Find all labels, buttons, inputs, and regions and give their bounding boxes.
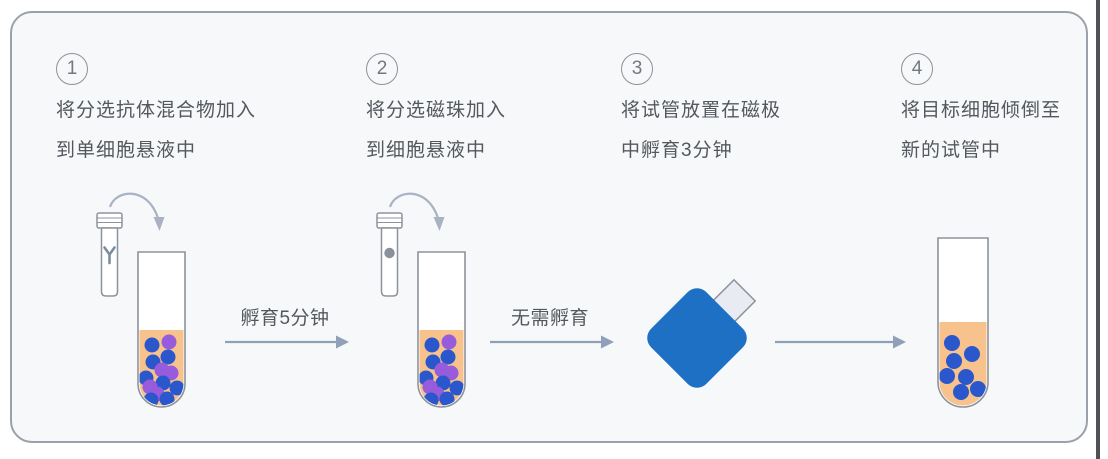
step-3-number: 3 [621,53,653,85]
step-4: 4 将目标细胞倾倒至 新的试管中 [901,53,1061,162]
curved-arrow-icon [108,192,165,231]
bead-vial-icon [376,212,403,297]
step-3: 3 将试管放置在磁极 中孵育3分钟 [621,53,781,162]
page-edge-line [1096,0,1100,459]
antibody-vial-icon [96,212,123,297]
curved-arrow-icon-2 [388,192,445,231]
cell-blue [144,337,160,353]
step-3-text-line2: 中孵育3分钟 [621,140,733,161]
cell-purple [161,334,177,350]
step-1: 1 将分选抗体混合物加入 到单细胞悬液中 [56,53,256,162]
step-4-text-line1: 将目标细胞倾倒至 [901,100,1062,121]
step-1-text-line2: 到单细胞悬液中 [56,140,197,161]
magnetic-bead-icon [384,247,395,259]
cell-blue [964,346,980,362]
arrow-step1-to-step2 [225,335,349,349]
cell-blue [155,375,171,391]
incubate-5min-label: 孵育5分钟 [240,308,330,329]
antibody-y-icon [103,246,116,265]
step-4-text-line2: 新的试管中 [901,140,1002,161]
cell-blue [939,368,955,384]
step-4-number: 4 [901,53,933,85]
test-tube-4 [937,237,989,408]
cell-blue [953,384,969,400]
test-tube-1 [137,251,186,408]
step-2-text-line1: 将分选磁珠加入 [366,100,507,121]
tube-1-cells [139,334,184,406]
cell-blue [970,381,986,397]
step-1-text-line1: 将分选抗体混合物加入 [56,100,257,121]
cell-blue [435,375,451,391]
step-2-number: 2 [366,53,398,85]
cell-blue [958,369,974,385]
step-2-text-line2: 到细胞悬液中 [366,140,487,161]
arrow-step3-to-step4 [775,335,906,349]
cell-blue [440,349,456,365]
step-3-text-line1: 将试管放置在磁极 [621,100,782,121]
tube-4-cells [939,335,986,400]
tube-2-cells [419,334,464,406]
cell-blue [424,337,440,353]
step-1-number: 1 [56,53,88,85]
cell-purple [441,334,457,350]
cell-blue [159,391,175,406]
cell-blue [944,335,960,351]
cell-blue [160,349,176,365]
cell-purple [163,365,179,381]
cell-blue [169,380,184,396]
no-incubation-label: 无需孵育 [510,308,589,329]
step-2: 2 将分选磁珠加入 到细胞悬液中 [366,53,506,162]
cell-purple [443,365,459,381]
arrow-step2-to-step3 [490,335,614,349]
cell-blue [449,380,464,396]
cell-blue [439,391,455,406]
magnet-icon [647,278,757,388]
test-tube-2 [417,251,466,408]
cell-blue [946,353,962,369]
